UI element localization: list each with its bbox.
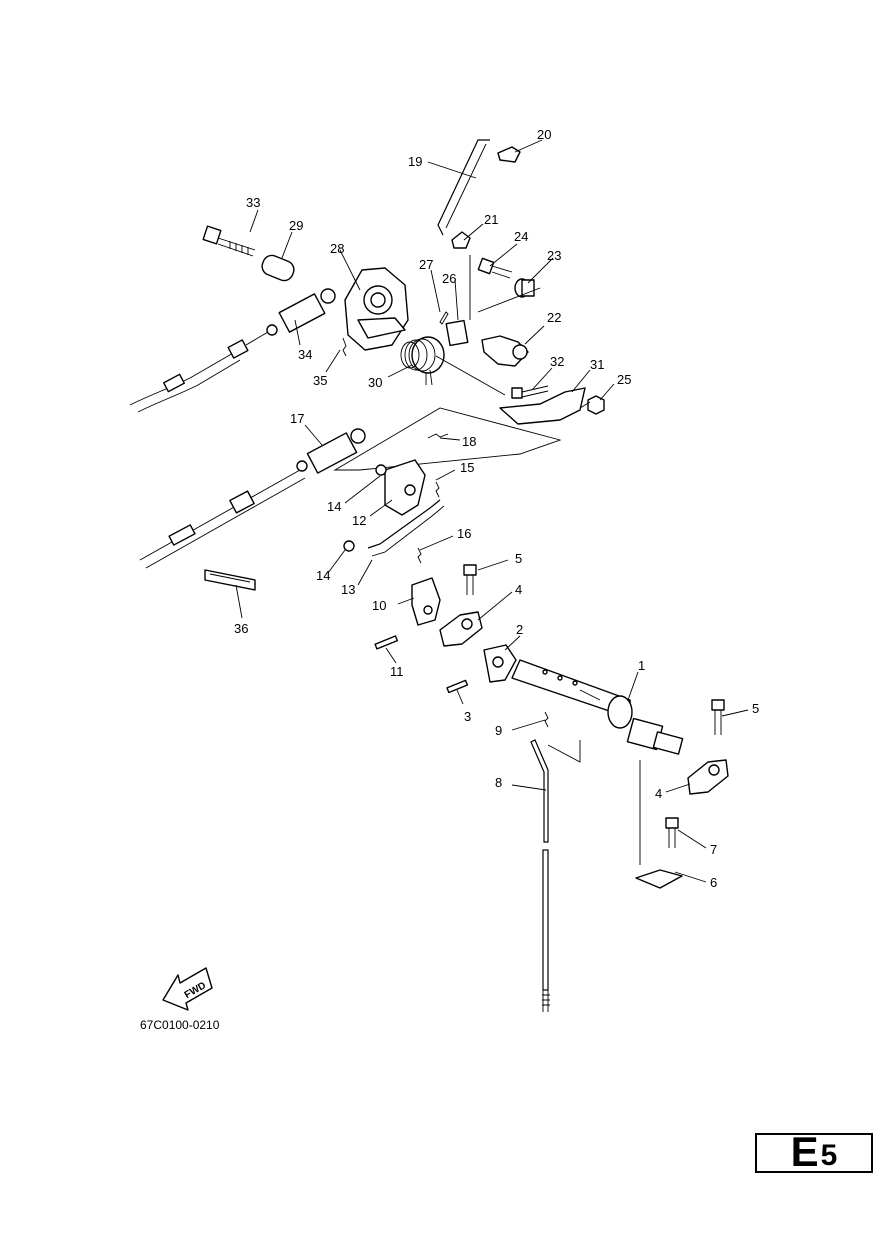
part-35-pin [342,337,347,357]
part-5-bolt-lower [711,699,725,735]
callout-23: 23 [547,248,561,263]
part-1-shaft [511,659,684,755]
upper-cable [129,324,278,413]
part-14-washer-upper [375,464,387,476]
callout-1: 1 [638,658,645,673]
callout-14-lower: 14 [316,568,330,583]
callout-11: 11 [390,664,404,679]
callout-20: 20 [537,127,551,142]
callout-16: 16 [457,526,471,541]
part-6-plate [635,869,683,889]
part-32-bolt [511,385,549,399]
part-4-holder-lower [687,759,729,795]
callout-4-lower: 4 [655,786,662,801]
part-36-label [204,569,256,591]
callout-36: 36 [234,621,248,636]
callout-5-lower: 5 [752,701,759,716]
callout-21: 21 [484,212,498,227]
part-8-rod [530,739,550,1012]
diagram-code: 67C0100-0210 [140,1018,220,1032]
part-3-pin [446,679,469,694]
fwd-arrow-icon: FWD [162,967,213,1011]
part-7-bolt [665,817,679,848]
part-25-nut [587,395,605,415]
part-15-clip [435,481,440,498]
part-9-clip [544,711,549,728]
callout-3: 3 [464,709,471,724]
callout-35: 35 [313,373,327,388]
leader-lines [235,139,749,883]
callout-10: 10 [372,598,386,613]
part-33-bolt [202,225,256,257]
callout-17: 17 [290,411,304,426]
part-27-pin [439,311,449,325]
callout-14-upper: 14 [327,499,341,514]
section-letter: E [790,1128,819,1175]
callout-22: 22 [547,310,561,325]
part-22-lever [481,335,529,367]
callout-15: 15 [460,460,474,475]
callout-30: 30 [368,375,382,390]
section-number: 5 [820,1139,838,1172]
part-24-bolt [477,257,513,279]
section-badge: E 5 [755,1128,873,1175]
part-23-collar [514,278,535,298]
part-29-sleeve [261,254,295,282]
part-5-bolt-upper [463,564,477,595]
callout-5-upper: 5 [515,551,522,566]
part-26-collar [445,319,469,347]
part-30-spring [400,336,445,386]
callout-18: 18 [462,434,476,449]
part-21-clip [451,231,471,249]
callout-19: 19 [408,154,422,169]
part-2-bracket [483,644,517,683]
callout-9: 9 [495,723,502,738]
callout-25: 25 [617,372,631,387]
middle-cable [139,460,308,569]
callout-34: 34 [298,347,312,362]
part-34-joint [278,288,336,333]
callout-8: 8 [495,775,502,790]
part-14-washer-lower [343,540,355,552]
part-28-bracket [344,267,409,351]
callout-26: 26 [442,271,456,286]
callout-7: 7 [710,842,717,857]
part-11-pin [374,635,399,650]
callout-27: 27 [419,257,433,272]
callout-33: 33 [246,195,260,210]
callout-6: 6 [710,875,717,890]
callout-13: 13 [341,582,355,597]
callout-28: 28 [330,241,344,256]
callout-32: 32 [550,354,564,369]
callout-4-upper: 4 [515,582,522,597]
callout-2: 2 [516,622,523,637]
callout-12: 12 [352,513,366,528]
part-18-pin [427,433,449,439]
part-13-link-rod [367,499,445,557]
part-20-clip [497,146,521,163]
part-17-joint [306,428,366,474]
part-10-lever [411,577,441,626]
part-19-rod [437,139,490,236]
part-16-clip [417,547,422,564]
part-4-holder-upper [439,611,483,647]
part-12-lever [384,459,426,516]
callout-24: 24 [514,229,528,244]
callout-29: 29 [289,218,303,233]
part-31-plate [499,387,586,425]
callout-31: 31 [590,357,604,372]
